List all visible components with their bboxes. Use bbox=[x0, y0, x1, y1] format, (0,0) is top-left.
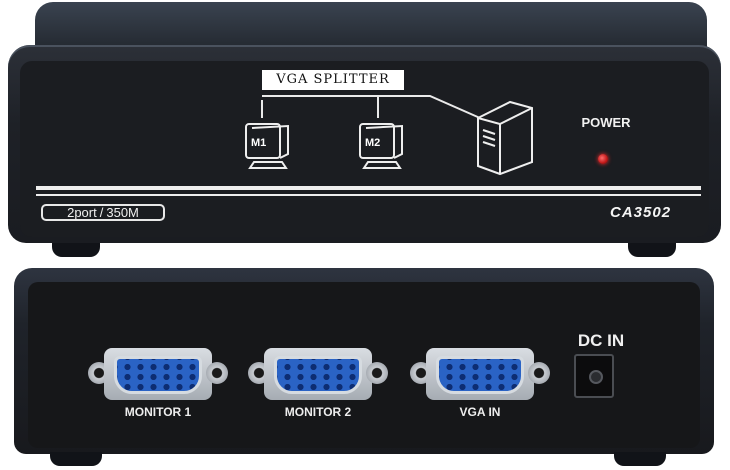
vga-port-monitor-2[interactable] bbox=[248, 348, 388, 400]
dc-in-label: DC IN bbox=[577, 331, 625, 350]
monitor-2-port-label: MONITOR 2 bbox=[284, 405, 352, 419]
model-number: CA3502 bbox=[610, 204, 672, 221]
screw-icon bbox=[528, 362, 550, 384]
top-unit-foot-left bbox=[52, 243, 100, 257]
vga-port-monitor-1[interactable] bbox=[88, 348, 228, 400]
monitor-1-icon: M1 bbox=[245, 123, 289, 169]
vga-connector-icon bbox=[274, 356, 362, 394]
monitor-1-label: M1 bbox=[251, 137, 266, 149]
spec-ports: 2port bbox=[67, 205, 97, 220]
vga-splitter-label: VGA SPLITTER bbox=[262, 70, 404, 90]
spec-badge: 2port / 350M bbox=[41, 204, 165, 221]
screw-icon bbox=[206, 362, 228, 384]
stripe-upper bbox=[36, 186, 701, 190]
computer-tower-icon bbox=[477, 100, 533, 176]
dc-power-jack[interactable] bbox=[574, 354, 614, 398]
power-led-icon bbox=[598, 154, 608, 164]
power-label: POWER bbox=[581, 115, 631, 130]
top-unit-lid bbox=[35, 2, 707, 52]
top-unit-foot-right bbox=[628, 243, 676, 257]
vga-connector-icon bbox=[114, 356, 202, 394]
monitor-1-port-label: MONITOR 1 bbox=[124, 405, 192, 419]
screw-icon bbox=[366, 362, 388, 384]
vga-port-input[interactable] bbox=[410, 348, 550, 400]
spec-bandwidth: 350M bbox=[106, 205, 139, 220]
bottom-unit-foot-right bbox=[614, 452, 666, 466]
bottom-unit-foot-left bbox=[50, 452, 102, 466]
monitor-2-icon: M2 bbox=[359, 123, 403, 169]
vga-in-port-label: VGA IN bbox=[459, 405, 501, 419]
monitor-2-label: M2 bbox=[365, 137, 380, 149]
top-unit-face bbox=[20, 61, 709, 237]
spec-separator: / bbox=[99, 205, 104, 220]
vga-connector-icon bbox=[436, 356, 524, 394]
stripe-lower bbox=[36, 194, 701, 196]
